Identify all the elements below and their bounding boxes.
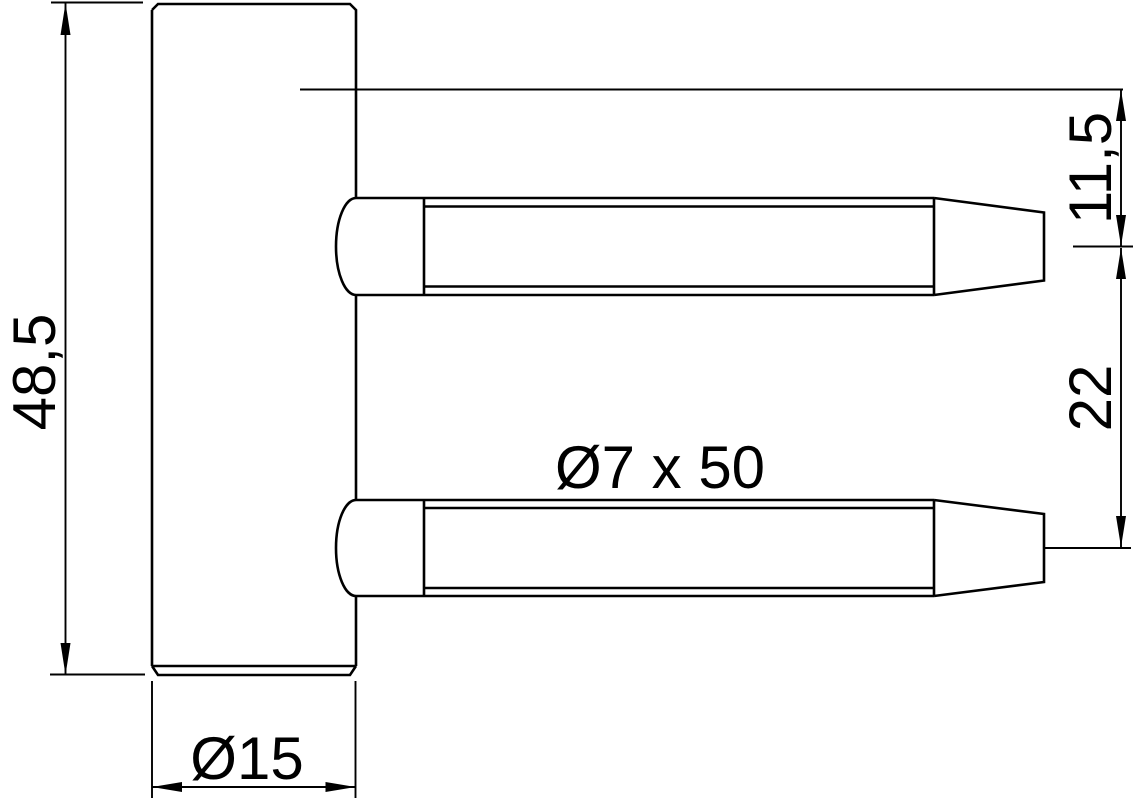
arrowhead-down-icon (1116, 215, 1126, 246)
barrel-outline (150, 2, 358, 677)
arrowhead-left-icon (152, 782, 182, 792)
arrowhead-right-icon (325, 782, 356, 792)
upper-pin-outline (334, 196, 1046, 297)
dimension-barrel-diameter: Ø15 (151, 681, 357, 798)
dimension-label-barrel-diameter: Ø15 (190, 725, 303, 792)
arrowhead-up-icon (1116, 248, 1126, 279)
upper-pin (334, 196, 1046, 297)
arrowhead-up-icon (1116, 90, 1126, 121)
dimension-label-overall-height: 48,5 (1, 314, 68, 431)
arrowhead-down-icon (60, 643, 71, 675)
hinge-barrel (150, 2, 358, 677)
lower-pin (334, 498, 1046, 598)
dimension-overall-height: 48,5 (1, 1, 145, 676)
pin-size-label: Ø7 x 50 (555, 434, 765, 501)
dimension-label-top-pin-offset: 11,5 (1057, 112, 1124, 224)
dimension-label-pin-spacing: 22 (1057, 365, 1124, 432)
lower-pin-outline (334, 498, 1046, 598)
dimension-pin-spacing: 22 (1044, 248, 1131, 549)
dimension-top-pin-offset: 11,5 (1057, 90, 1133, 248)
arrowhead-down-icon (1116, 516, 1126, 547)
arrowhead-up-icon (60, 3, 71, 35)
